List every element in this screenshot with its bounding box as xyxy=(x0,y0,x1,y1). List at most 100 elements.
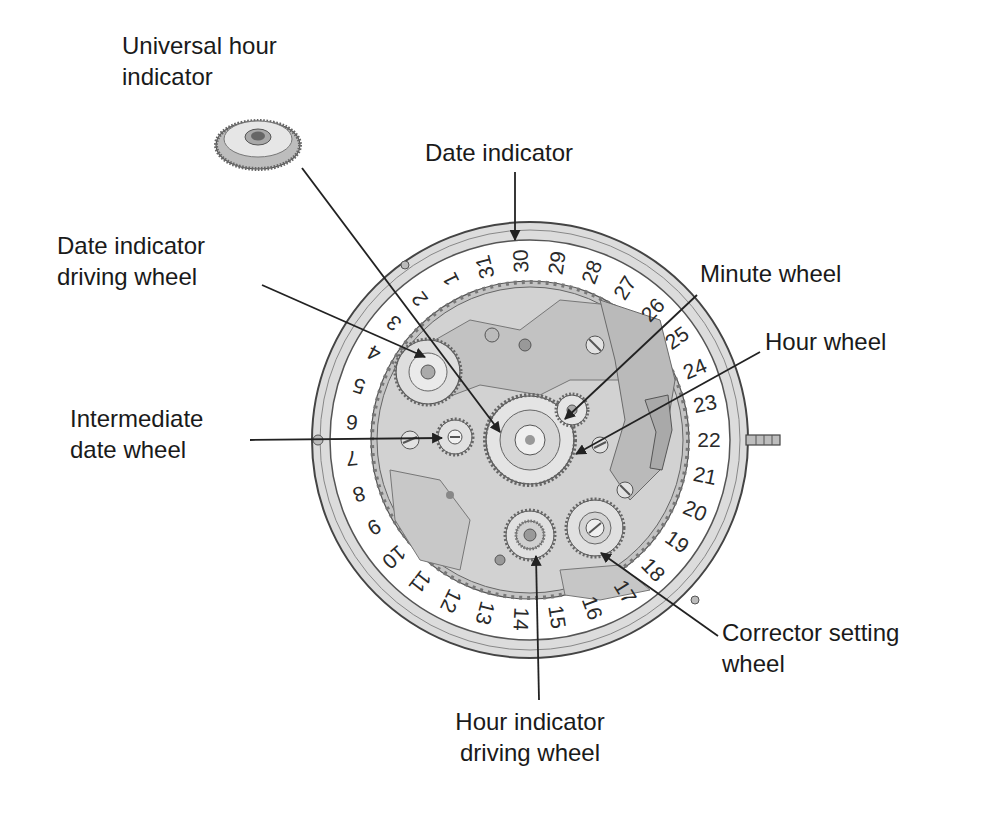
part-label: Corrector setting wheel xyxy=(722,617,952,679)
wheel-teeth xyxy=(437,419,473,455)
date-number: 31 xyxy=(472,253,499,281)
date-number: 19 xyxy=(661,527,693,558)
wheel-body xyxy=(557,395,587,425)
date-number: 17 xyxy=(609,576,640,607)
wheel-body xyxy=(567,500,623,556)
leader-lines xyxy=(250,168,760,700)
part-label: Hour wheel xyxy=(765,326,965,357)
date-number: 30 xyxy=(509,249,532,273)
screw-slot xyxy=(589,339,601,351)
jewel xyxy=(519,339,531,351)
wheel-teeth xyxy=(505,510,555,560)
date-number: 11 xyxy=(405,566,436,597)
leader-line xyxy=(302,168,500,432)
date-number: 27 xyxy=(609,272,640,303)
jewel xyxy=(485,328,499,342)
date-number: 9 xyxy=(363,514,384,539)
date-number: 2 xyxy=(408,287,433,310)
date-number: 8 xyxy=(350,481,368,505)
date-number: 4 xyxy=(363,341,384,366)
date-number: 28 xyxy=(578,257,607,287)
date-number: 16 xyxy=(578,593,607,623)
part-label: Intermediate date wheel xyxy=(70,403,240,465)
part-label: Date indicator xyxy=(425,137,645,168)
stem-groove xyxy=(764,435,765,445)
wheel-inner xyxy=(579,512,611,544)
screw-slot xyxy=(620,485,630,495)
pin xyxy=(495,555,505,565)
part-label: Universal hour indicator xyxy=(122,30,322,92)
wheel-hub xyxy=(586,519,604,537)
gear-body xyxy=(216,121,300,169)
screw xyxy=(617,482,633,498)
pinion-teeth xyxy=(516,521,544,549)
date-number: 5 xyxy=(350,374,368,398)
case-rim xyxy=(320,230,740,650)
minute-wheel xyxy=(556,394,588,426)
wheel-inner xyxy=(409,353,447,391)
screw-slot xyxy=(450,436,460,438)
leader-line xyxy=(536,556,539,700)
winding-stem xyxy=(746,435,780,445)
gear-face xyxy=(224,121,292,157)
movement-plate xyxy=(377,287,683,593)
wheel-body xyxy=(506,511,554,559)
universal-hour-gear xyxy=(216,121,300,169)
gear-teeth xyxy=(216,121,300,169)
date-ring-teeth xyxy=(372,282,688,598)
date-number: 13 xyxy=(472,599,499,627)
stem-groove xyxy=(772,435,773,445)
wheel-body xyxy=(396,340,460,404)
stem xyxy=(746,435,780,445)
spring xyxy=(645,395,672,470)
date-number: 7 xyxy=(345,447,359,470)
wheel-inner xyxy=(516,521,544,549)
screw-slot xyxy=(589,523,601,533)
date-number: 29 xyxy=(544,250,569,276)
screw xyxy=(586,336,604,354)
date-number: 18 xyxy=(637,554,669,586)
date-number: 25 xyxy=(661,322,693,353)
intermediate-date-wheel xyxy=(437,419,473,455)
date-number: 6 xyxy=(345,410,359,433)
watch-case xyxy=(312,222,748,658)
date-ring-inner-edge xyxy=(371,281,689,599)
part-label: Hour indicator driving wheel xyxy=(430,706,630,768)
leader-line xyxy=(565,295,697,419)
date-number: 22 xyxy=(697,429,720,451)
date-number: 1 xyxy=(439,269,464,289)
leader-line xyxy=(262,285,425,357)
date-number: 21 xyxy=(692,463,719,489)
date-number: 20 xyxy=(679,496,709,525)
screw xyxy=(401,431,419,449)
leader-line xyxy=(250,438,442,440)
case-screw xyxy=(691,596,699,604)
leader-line xyxy=(514,172,516,240)
date-number: 10 xyxy=(378,541,410,573)
part-label: Date indicator driving wheel xyxy=(57,230,247,292)
gear-hole xyxy=(251,132,265,141)
part-label: Minute wheel xyxy=(700,258,900,289)
date-number: 24 xyxy=(679,355,709,384)
wheel-teeth xyxy=(556,394,588,426)
date-ring xyxy=(330,240,730,640)
corrector-setting-wheel xyxy=(566,499,624,557)
date-number: 23 xyxy=(692,391,719,417)
date-number: 12 xyxy=(436,585,466,616)
screw xyxy=(592,437,608,453)
date-number: 15 xyxy=(544,604,569,630)
wheel-inner xyxy=(500,410,560,470)
stem-groove xyxy=(756,435,757,445)
wheel-hub xyxy=(448,430,462,444)
leader-line xyxy=(576,352,760,454)
wheel-hub xyxy=(524,529,536,541)
wheel-teeth xyxy=(566,499,624,557)
wheel-hub xyxy=(421,365,435,379)
wheel-body xyxy=(438,420,472,454)
case-screw xyxy=(401,261,409,269)
gear-hub xyxy=(245,129,271,145)
date-number: 3 xyxy=(383,311,406,335)
hour-indicator-driving-wheel xyxy=(505,510,555,560)
wheel-center xyxy=(525,435,535,445)
